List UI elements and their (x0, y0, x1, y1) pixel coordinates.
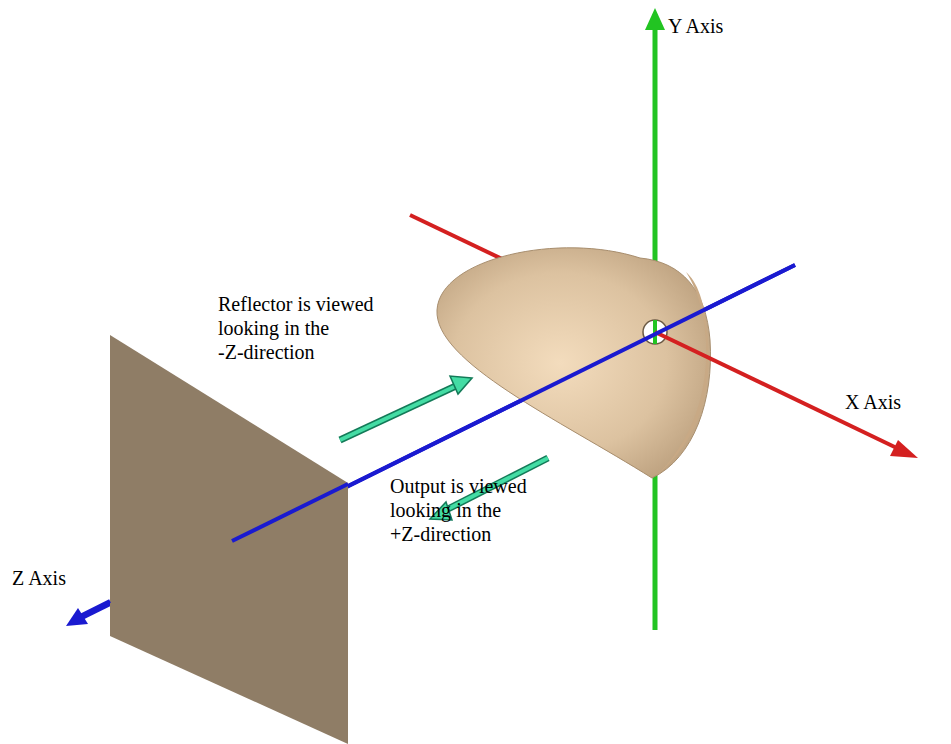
view-note: Output is viewed looking in the +Z-direc… (390, 474, 590, 546)
view-arrow-reflector (340, 385, 458, 440)
y-axis-arrowhead (645, 8, 665, 30)
z-axis-on-screen (232, 484, 348, 541)
y-axis-line (653, 28, 658, 630)
z-axis-arrowhead (66, 608, 88, 626)
x-axis-arrowhead (890, 440, 918, 458)
z-axis-line-front (348, 265, 795, 486)
view-note: Reflector is viewed looking in the -Z-di… (218, 292, 393, 364)
reflector-body (437, 248, 711, 478)
view-arrow-head (450, 376, 472, 394)
reflector-rim (656, 272, 709, 476)
axis-label: Y Axis (668, 14, 788, 38)
spacer (652, 340, 653, 346)
x-axis-line-front (655, 332, 903, 451)
axis-label: Z Axis (12, 566, 102, 590)
z-axis-line-left (80, 601, 110, 616)
view-arrow-outline (340, 385, 458, 440)
axis-label: X Axis (845, 390, 945, 414)
output-screen (110, 335, 348, 744)
